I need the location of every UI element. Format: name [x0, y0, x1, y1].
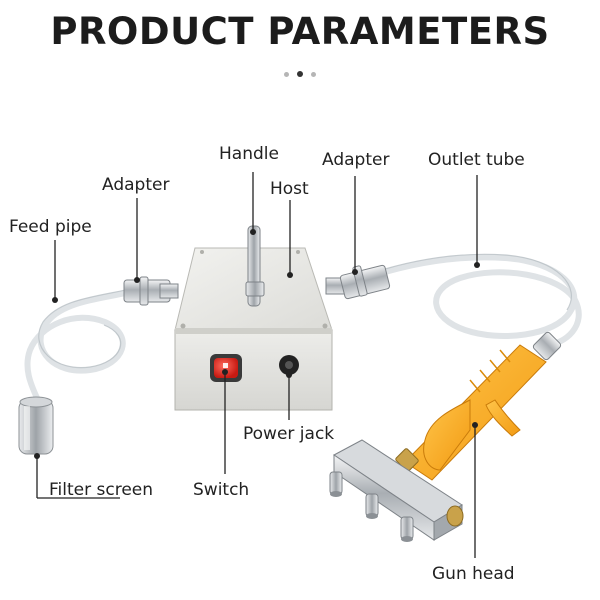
pagination-dot[interactable]: [311, 72, 316, 77]
pagination-dot[interactable]: [284, 72, 289, 77]
label-power-jack: Power jack: [243, 424, 335, 444]
adapter-left: [123, 276, 179, 306]
handle: [245, 225, 265, 307]
spray-gun: [395, 331, 562, 481]
leader-dots: [34, 229, 480, 459]
pagination-dot-active[interactable]: [297, 71, 303, 77]
label-handle: Handle: [219, 144, 279, 164]
label-gun-head: Gun head: [432, 564, 515, 584]
gun-head: [329, 439, 464, 542]
label-switch: Switch: [193, 480, 250, 500]
leader-lines: [36, 172, 478, 558]
label-adapter-right: Adapter: [322, 150, 390, 170]
label-outlet-tube: Outlet tube: [428, 150, 525, 170]
page-title: PRODUCT PARAMETERS: [50, 10, 550, 53]
power-jack: [279, 355, 299, 375]
pagination-dots: [0, 71, 600, 77]
label-filter-screen: Filter screen: [49, 480, 154, 500]
switch: [210, 354, 242, 382]
filter-screen: [18, 396, 54, 455]
label-adapter-left: Adapter: [102, 175, 170, 195]
adapter-right: [325, 264, 391, 300]
label-host: Host: [270, 179, 309, 199]
label-feed-pipe: Feed pipe: [9, 217, 92, 237]
outlet-tube: [382, 254, 582, 348]
feed-pipe-tube: [24, 289, 133, 408]
